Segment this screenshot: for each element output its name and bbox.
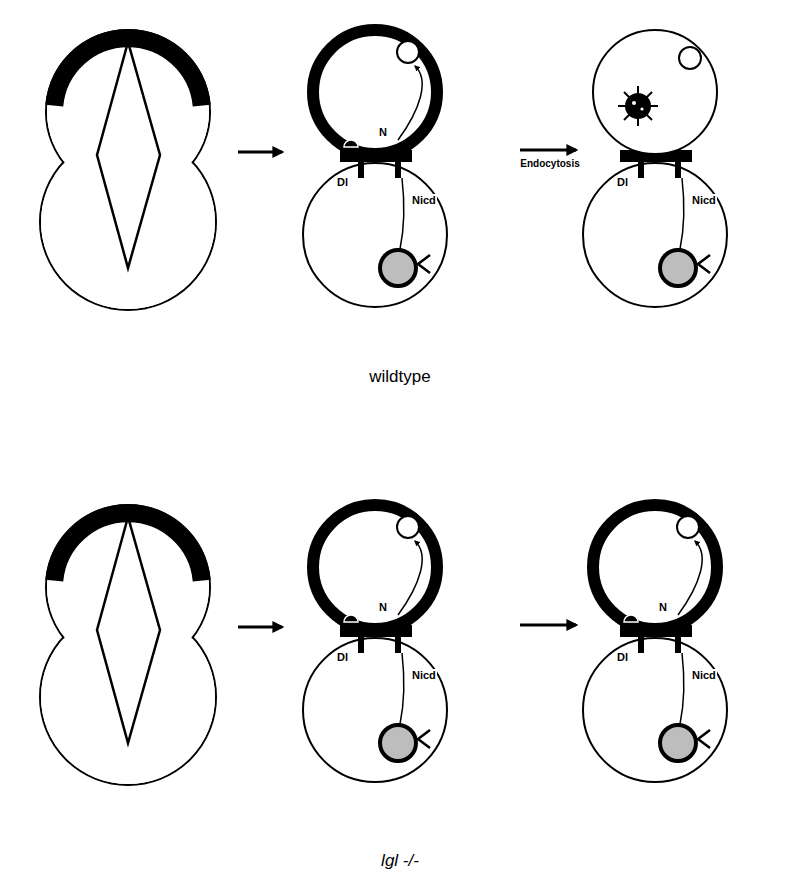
- endocytosed-cell: [593, 30, 717, 154]
- numb-cell: [313, 505, 437, 629]
- signal-cell: [303, 140, 447, 307]
- step-arrow: [520, 149, 576, 152]
- part-label: Nicd: [691, 669, 717, 681]
- part-label: N: [378, 126, 388, 138]
- part-label: Dl: [616, 176, 629, 188]
- part-label: N: [378, 601, 388, 613]
- arrow-label: Endocytosis: [519, 158, 580, 169]
- part-label: Dl: [616, 651, 629, 663]
- part-label: N: [658, 601, 668, 613]
- step-arrow: [238, 626, 282, 629]
- part-label: Dl: [336, 176, 349, 188]
- dividing-cell: [40, 505, 216, 785]
- numb-cell: [313, 30, 437, 154]
- signal-cell: [583, 615, 727, 782]
- row-caption: lgl -/-: [380, 852, 420, 871]
- lgl-row: [40, 505, 727, 785]
- wildtype-row: [40, 30, 727, 310]
- signal-cell: [583, 140, 727, 307]
- part-label: Nicd: [411, 194, 437, 206]
- step-arrow: [238, 151, 282, 154]
- signal-cell: [303, 615, 447, 782]
- part-label: Dl: [336, 651, 349, 663]
- row-caption: wildtype: [368, 368, 431, 387]
- step-arrow: [520, 624, 576, 627]
- part-label: Nicd: [691, 194, 717, 206]
- numb-cell: [593, 505, 717, 629]
- dividing-cell: [40, 30, 216, 310]
- part-label: Nicd: [411, 669, 437, 681]
